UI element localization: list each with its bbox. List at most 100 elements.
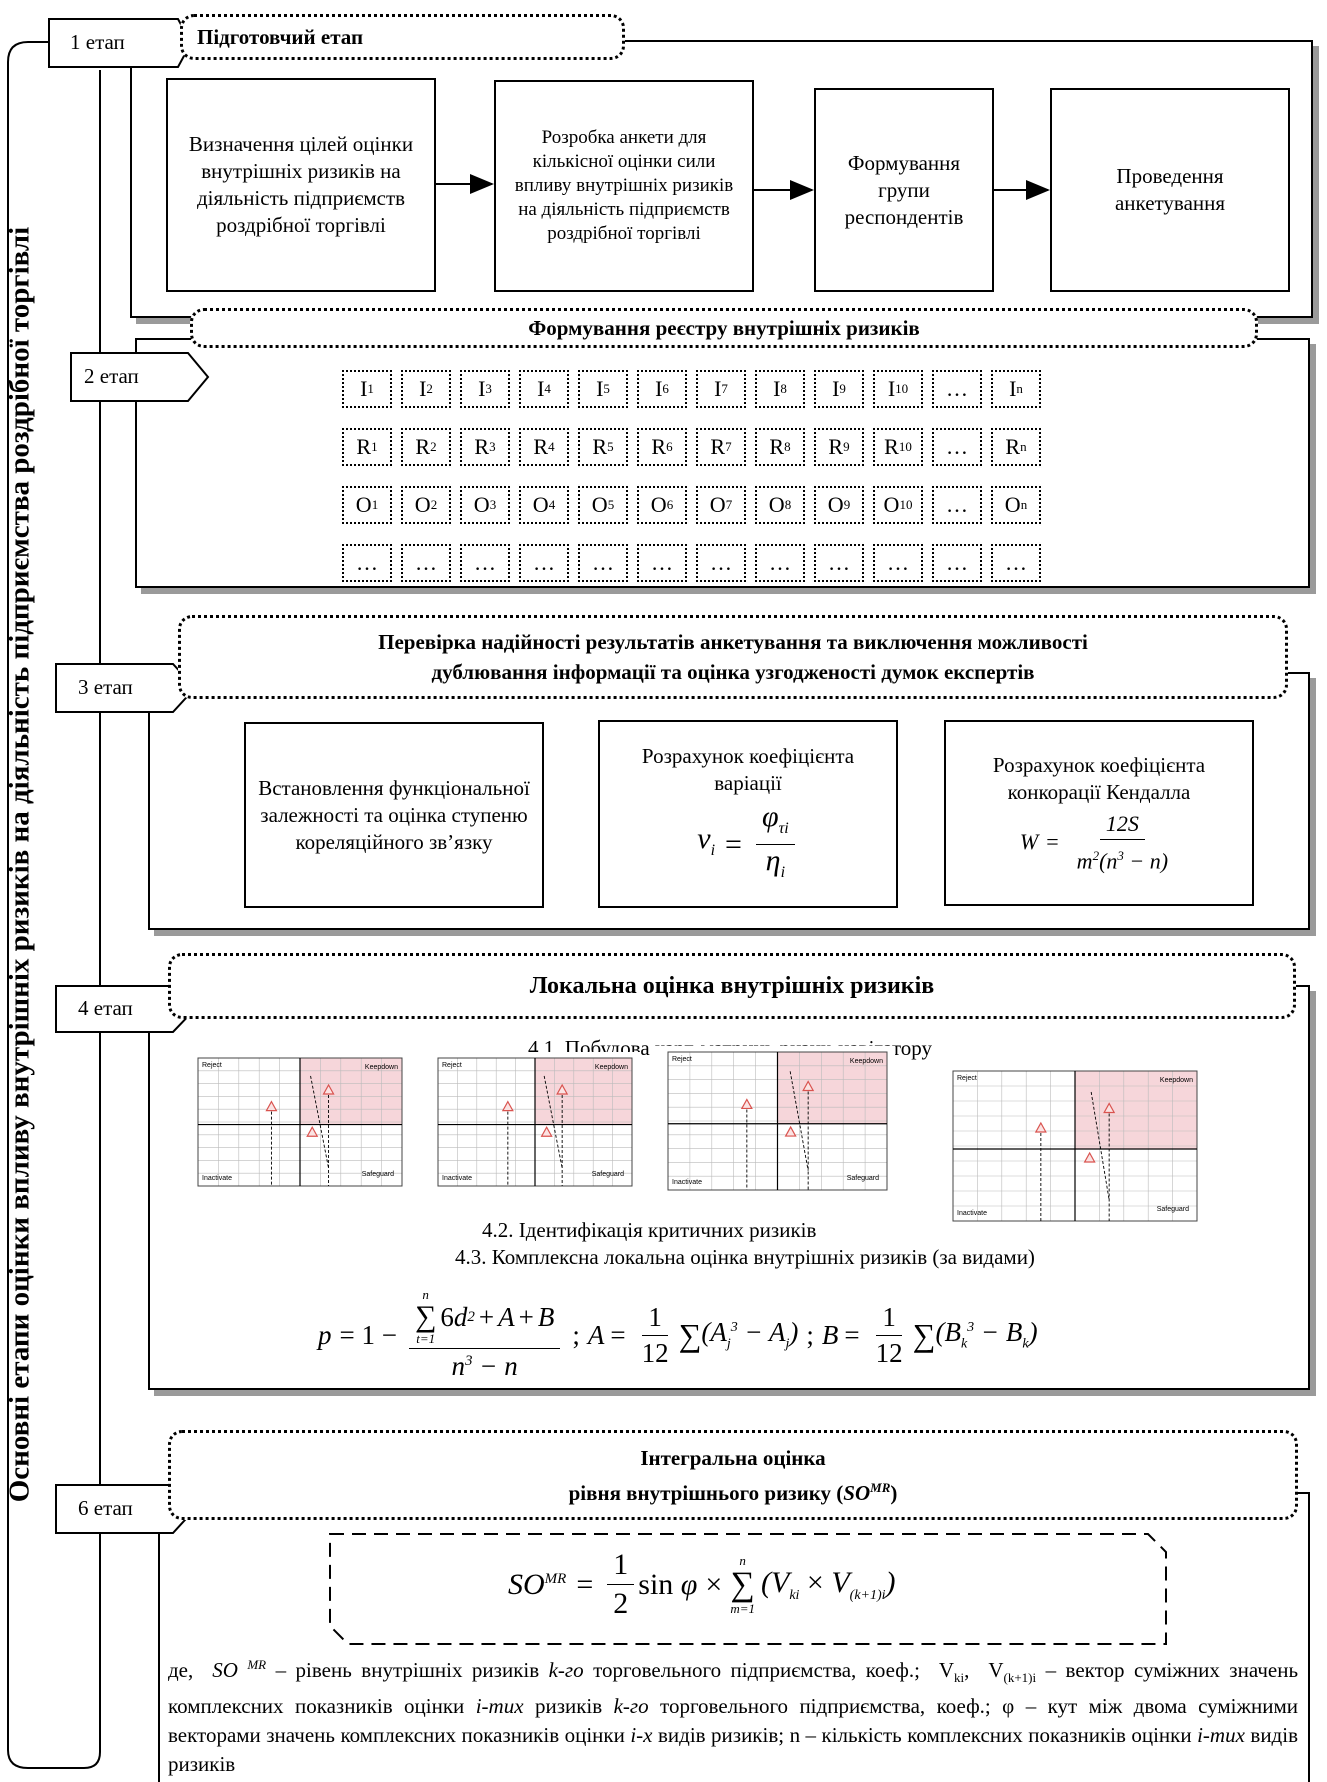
stage6-tag-arrow [55, 1484, 197, 1534]
label-inactivate: Inactivate [672, 1179, 702, 1186]
stage6-note: де, SO MR – рівень внутрішніх ризиків k-… [168, 1657, 1299, 1777]
stage4-title: Локальна оцінка внутрішніх ризиків [168, 953, 1296, 1019]
register-cell-ellipsis: … [991, 544, 1041, 582]
register-cell-ellipsis: … [932, 370, 982, 408]
register-row-ellipsis: ……………………………… [342, 544, 1050, 582]
label-keepdown: Keepdown [595, 1064, 628, 1071]
stage3-tag: 3 етап [78, 675, 133, 699]
label-safeguard: Safeguard [362, 1171, 394, 1178]
stage1-box-survey: Проведення анкетування [1050, 88, 1290, 292]
stage6-panel [158, 1492, 1310, 1782]
register-cell-ellipsis: … [578, 544, 628, 582]
integral-formula-frame [329, 1533, 1167, 1645]
stage1-tag: 1 етап [70, 30, 125, 54]
stage3-tag-arrow [55, 663, 197, 713]
stage1-title: Підготовчий етап [180, 14, 625, 60]
label-keepdown: Keepdown [365, 1064, 398, 1071]
stage6-title: Інтегральна оцінка рівня внутрішнього ри… [168, 1430, 1298, 1520]
register-cell-ellipsis: … [460, 544, 510, 582]
label-safeguard: Safeguard [1157, 1206, 1189, 1213]
label-reject: Reject [442, 1062, 462, 1069]
stage2-title: Формування реєстру внутрішніх ризиків [190, 308, 1258, 348]
stage2-tag-arrow [70, 352, 210, 402]
register-cell-ellipsis: … [932, 544, 982, 582]
label-safeguard: Safeguard [592, 1171, 624, 1178]
label-safeguard: Safeguard [847, 1175, 879, 1182]
stage3-title: Перевірка надійності результатів анкетув… [178, 615, 1288, 699]
stage4-tag-arrow [55, 985, 197, 1033]
label-inactivate: Inactivate [442, 1175, 472, 1182]
label-reject: Reject [957, 1075, 977, 1082]
stage1-box-respondents: Формування групи респондентів [814, 88, 994, 292]
stage4-tag: 4 етап [78, 996, 133, 1020]
register-cell-ellipsis: … [755, 544, 805, 582]
label-keepdown: Keepdown [1160, 1077, 1193, 1084]
label-keepdown: Keepdown [850, 1058, 883, 1065]
stage1-box-goals: Визначення цілей оцінки внутрішніх ризик… [166, 78, 436, 292]
stage6-tag: 6 етап [78, 1496, 133, 1520]
register-cell-ellipsis: … [519, 544, 569, 582]
register-cell-ellipsis: … [932, 428, 982, 466]
label-inactivate: Inactivate [202, 1175, 232, 1182]
stage4-sub43: 4.3. Комплексна локальна оцінка внутрішн… [455, 1245, 1035, 1269]
stage3-box-variation: Розрахунок коефіцієнта варіації νi = φτi… [598, 720, 898, 908]
register-cell-ellipsis: … [637, 544, 687, 582]
register-cell-ellipsis: … [873, 544, 923, 582]
register-cell-ellipsis: … [814, 544, 864, 582]
register-cell-ellipsis: … [696, 544, 746, 582]
label-reject: Reject [672, 1056, 692, 1063]
stage3-box-kendall: Розрахунок коефіцієнта конкорації Кендал… [944, 720, 1254, 906]
stage3-box-correlation: Встановлення функціональної залежності т… [244, 722, 544, 908]
stage4-sub42: 4.2. Ідентифікація критичних ризиків [482, 1218, 817, 1242]
label-inactivate: Inactivate [957, 1210, 987, 1217]
register-cell-ellipsis: … [401, 544, 451, 582]
stage1-arrows [436, 174, 1050, 200]
register-cell-ellipsis: … [932, 486, 982, 524]
stage1-box-questionnaire: Розробка анкети для кількісної оцінки си… [494, 80, 754, 292]
label-reject: Reject [202, 1062, 222, 1069]
register-cell-ellipsis: … [342, 544, 392, 582]
